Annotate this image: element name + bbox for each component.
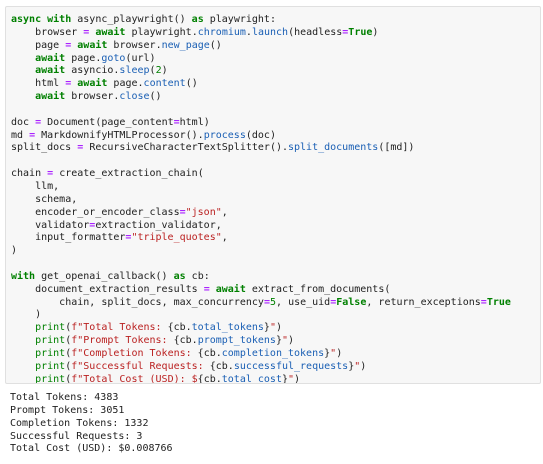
code-line: doc = Document(page_content=html) xyxy=(11,116,210,128)
output-line: Completion Tokens: 1332 xyxy=(10,417,149,429)
code-line: ) xyxy=(11,245,18,257)
code-line: llm, xyxy=(35,180,60,192)
code-line: chain = create_extraction_chain( xyxy=(11,168,204,180)
code-cell[interactable]: async with async_playwright() as playwri… xyxy=(5,6,541,384)
output-line: Total Tokens: 4383 xyxy=(10,392,119,403)
code-line xyxy=(11,155,540,168)
output-line: Successful Requests: 3 xyxy=(10,430,143,442)
code-line: print(f"Prompt Tokens: {cb.prompt_tokens… xyxy=(35,335,295,347)
code-line: print(f"Total Tokens: {cb.total_tokens}"… xyxy=(35,322,282,334)
code-editor[interactable]: async with async_playwright() as playwri… xyxy=(6,7,540,384)
code-line: print(f"Completion Tokens: {cb.completio… xyxy=(35,347,343,359)
code-line: chain, split_docs, max_concurrency=5, us… xyxy=(59,296,511,308)
code-line: await page.goto(url) xyxy=(35,52,156,64)
code-line: document_extraction_results = await extr… xyxy=(35,283,391,295)
code-line xyxy=(11,258,540,271)
code-line: split_docs = RecursiveCharacterTextSplit… xyxy=(11,142,415,154)
code-line: schema, xyxy=(35,193,78,205)
code-line: async with async_playwright() as playwri… xyxy=(11,14,276,25)
code-line: browser = await playwright.chromium.laun… xyxy=(35,26,379,38)
code-line: with get_openai_callback() as cb: xyxy=(11,270,210,282)
code-line: input_formatter="triple_quotes", xyxy=(35,232,228,244)
code-line: md = MarkdownifyHTMLProcessor().process(… xyxy=(11,129,276,141)
code-line: page = await browser.new_page() xyxy=(35,39,222,51)
code-line: html = await page.content() xyxy=(35,78,198,90)
code-line: ) xyxy=(35,309,42,321)
code-line: await asyncio.sleep(2) xyxy=(35,65,168,77)
code-line: print(f"Total Cost (USD): ${cb.total_cos… xyxy=(35,373,301,384)
output-line: Prompt Tokens: 3051 xyxy=(10,404,125,416)
code-line: print(f"Successful Requests: {cb.success… xyxy=(35,360,367,372)
code-line: await browser.close() xyxy=(35,91,162,103)
output-line: Total Cost (USD): $0.008766 xyxy=(10,443,173,455)
code-line: validator=extraction_validator, xyxy=(35,219,222,231)
code-line xyxy=(11,104,540,117)
code-line: encoder_or_encoder_class="json", xyxy=(35,206,228,218)
